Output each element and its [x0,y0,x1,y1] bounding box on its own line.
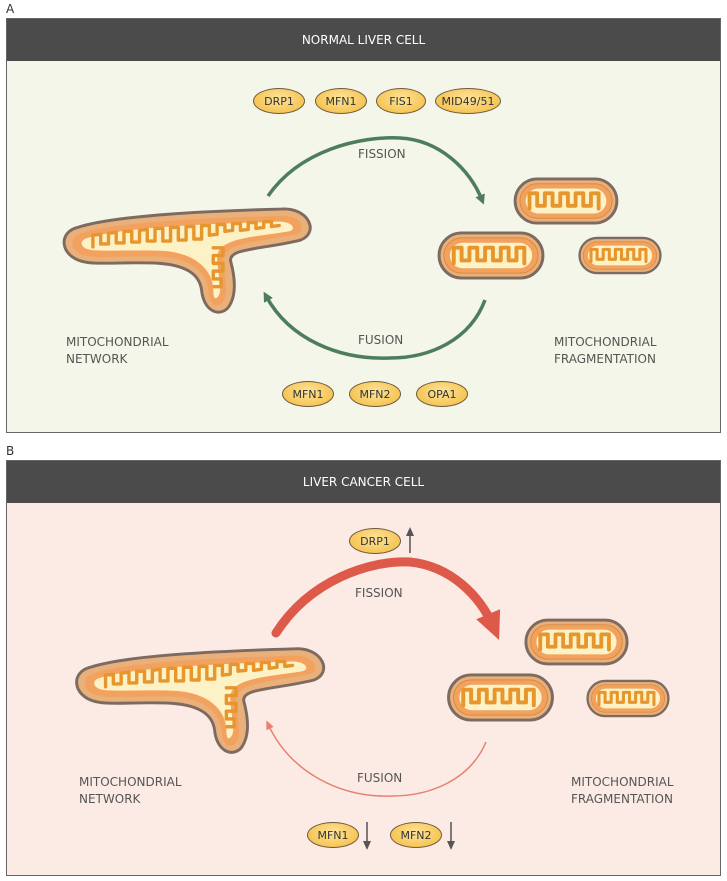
panel-a-fission-label: FISSION [358,147,406,161]
panel-a-header: NORMAL LIVER CELL [7,19,720,61]
panel-b-fission-arrow [271,557,501,640]
panel-a-fusion-protein-mfn1: MFN1 [282,381,334,407]
panel-a-letter: A [6,2,15,16]
panel-b-fusion-label: FUSION [357,771,403,785]
panel-a-network-label-line2: NETWORK [66,352,128,366]
panel-a-fusion-protein-mfn2: MFN2 [349,381,401,407]
panel-a-fusion-arrow [263,291,487,360]
panel-b-network-label-line1: MITOCHONDRIAL [79,775,182,789]
panel-b-fragmentation-label: MITOCHONDRIAL FRAGMENTATION [571,774,674,808]
panel-b-fission-protein-drp1: DRP1 [349,528,401,554]
panel-b-fragmentation-label-line1: MITOCHONDRIAL [571,775,674,789]
panel-a-fragmentation-label: MITOCHONDRIAL FRAGMENTATION [554,334,657,368]
panel-a-fission-arrow [266,136,485,205]
panel-b-mito-fragment-3 [586,679,670,718]
panel-b-mito-fragment-1 [524,618,629,666]
panel-a-fusion-protein-opa1: OPA1 [416,381,468,407]
panel-a-mito-fragment-3 [578,236,662,275]
panel-a-mito-fragment-1 [513,177,619,225]
panel-a-fusion-label: FUSION [358,333,404,347]
panel-b-fragmentation-label-line2: FRAGMENTATION [571,792,673,806]
panel-b-network-label: MITOCHONDRIAL NETWORK [79,774,182,808]
panel-a-fragmentation-label-line2: FRAGMENTATION [554,352,656,366]
panel-a-fragmentation-label-line1: MITOCHONDRIAL [554,335,657,349]
panel-b-fission-label: FISSION [355,586,403,600]
panel-a-network-label: MITOCHONDRIAL NETWORK [66,334,169,368]
panel-a-fission-protein-mfn1: MFN1 [315,88,367,114]
panel-a-fission-protein-drp1: DRP1 [253,88,305,114]
panel-a-network-label-line1: MITOCHONDRIAL [66,335,169,349]
panel-a-mito-fragment-2 [437,231,545,280]
panel-b-network-label-line2: NETWORK [79,792,141,806]
panel-a-title: NORMAL LIVER CELL [301,33,426,47]
panel-b-header: LIVER CANCER CELL [7,461,720,503]
panel-b-mito-fragment-2 [446,673,555,722]
panel-b-fusion-protein-mfn1: MFN1 [307,822,359,848]
panel-b-fusion-protein-mfn2: MFN2 [390,822,442,848]
panel-b-fusion-arrow [266,720,487,797]
panel-a-fission-protein-fis1: FIS1 [376,88,426,114]
panel-b-title: LIVER CANCER CELL [302,475,425,489]
panel-b-letter: B [6,444,15,458]
panel-a-fission-protein-mid49-51: MID49/51 [435,88,501,114]
